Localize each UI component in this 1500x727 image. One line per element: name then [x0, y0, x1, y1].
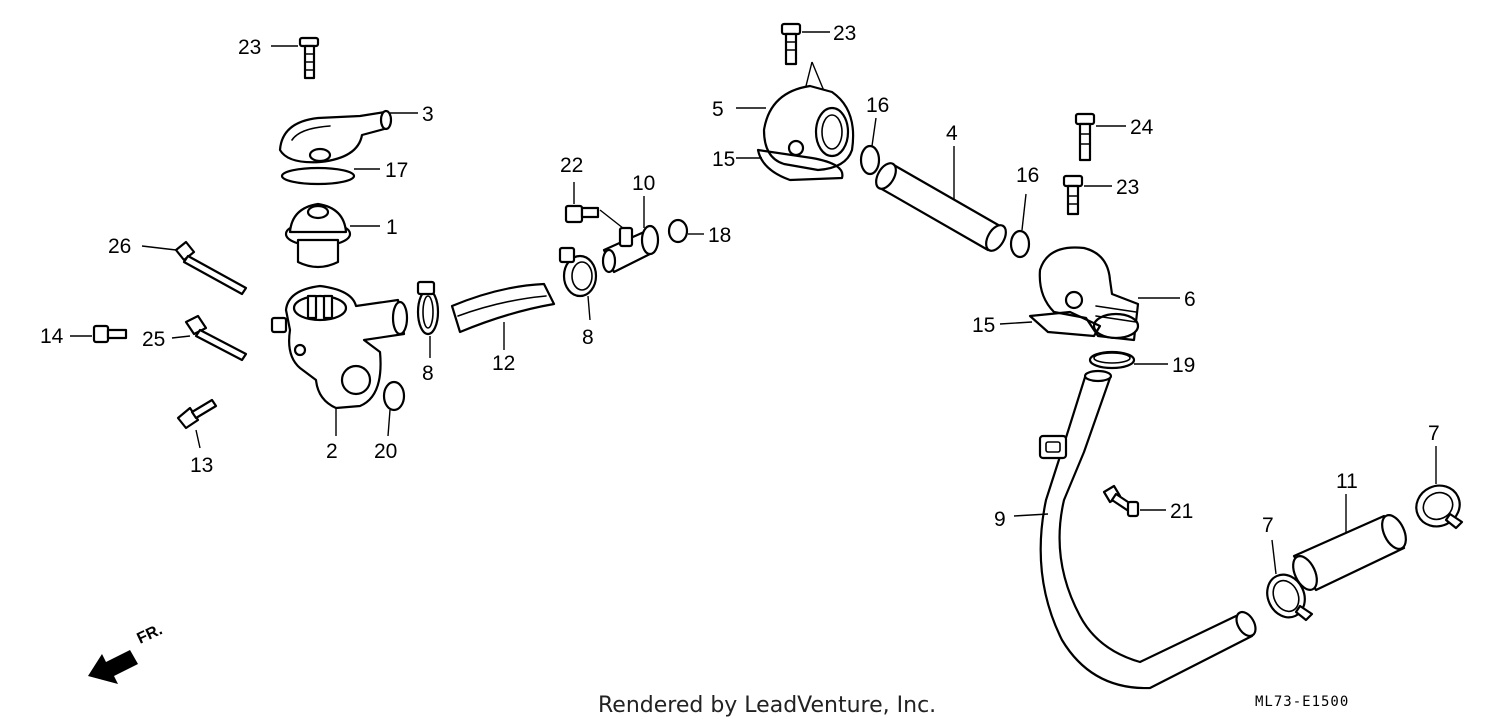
o-ring-17[interactable]	[280, 166, 356, 186]
callout-label: 12	[492, 352, 515, 375]
callout-label: 26	[108, 235, 131, 258]
callout-label: 5	[712, 98, 724, 121]
water-joint-10[interactable]	[601, 224, 660, 274]
callout-label: 7	[1428, 422, 1440, 445]
callout-label: 6	[1184, 288, 1196, 311]
water-pipe-4[interactable]	[872, 160, 1010, 254]
callout-label: 11	[1336, 470, 1358, 493]
callout-label: 23	[238, 36, 261, 59]
bolt-23-right[interactable]	[1062, 174, 1084, 216]
bolt-23-top-center[interactable]	[780, 22, 802, 66]
o-ring-16-left[interactable]	[859, 144, 881, 176]
callout-label: 23	[833, 22, 856, 45]
callout-label: 18	[708, 224, 731, 247]
callout-label: 16	[1016, 164, 1039, 187]
water-hose-11[interactable]	[1288, 511, 1410, 593]
callout-label: 25	[142, 328, 165, 351]
callout-label: 22	[560, 154, 583, 177]
thermostat-1[interactable]	[284, 202, 352, 269]
front-direction-arrow: FR.	[88, 621, 165, 684]
water-pipe-9[interactable]	[1038, 369, 1259, 690]
callout-label: 9	[994, 508, 1006, 531]
bolt-24[interactable]	[1074, 112, 1096, 162]
callout-label: 8	[422, 362, 434, 385]
callout-label: 19	[1172, 354, 1195, 377]
hose-clamp-7-upper[interactable]	[1410, 479, 1467, 534]
callout-label: 10	[632, 172, 655, 195]
gasket-15-top[interactable]	[756, 148, 844, 182]
water-hose-12[interactable]	[450, 282, 556, 334]
thermostat-cover-3[interactable]	[278, 109, 393, 164]
callout-label: 7	[1262, 514, 1274, 537]
diagram-code: ML73-E1500	[1255, 694, 1350, 710]
hose-clamp-7-lower[interactable]	[1260, 568, 1314, 623]
callout-label: 15	[712, 148, 735, 171]
bolt-21[interactable]	[1102, 484, 1140, 518]
bolt-26[interactable]	[174, 240, 248, 296]
callout-label: 4	[946, 122, 958, 145]
footer-credit: Rendered by LeadVenture, Inc.	[598, 693, 937, 718]
bolt-23-top-left[interactable]	[298, 36, 320, 80]
water-outlet-5[interactable]	[762, 84, 855, 172]
callout-label: 15	[972, 314, 995, 337]
hose-clamp-8-left[interactable]	[416, 280, 440, 336]
callout-label: 3	[422, 103, 434, 126]
hose-clamp-8-middle[interactable]	[558, 246, 598, 298]
gasket-15-right[interactable]	[1028, 310, 1102, 338]
o-ring-20[interactable]	[382, 380, 406, 412]
callout-label: 2	[326, 440, 338, 463]
callout-label: 14	[40, 325, 64, 348]
bolt-22[interactable]	[564, 204, 600, 224]
temperature-sensor-13[interactable]	[176, 398, 218, 430]
o-ring-19[interactable]	[1088, 350, 1136, 370]
callout-label: 21	[1170, 500, 1193, 523]
front-label: FR.	[135, 621, 166, 647]
water-joint-6[interactable]	[1038, 246, 1140, 342]
o-ring-16-right[interactable]	[1009, 229, 1031, 259]
callout-label: 13	[190, 454, 213, 477]
thermostat-housing-2[interactable]	[270, 284, 409, 410]
callout-label: 16	[866, 94, 889, 117]
callout-label: 24	[1130, 116, 1154, 139]
callout-label: 17	[385, 159, 408, 182]
callout-label: 8	[582, 326, 594, 349]
callout-label: 20	[374, 440, 397, 463]
bolt-14[interactable]	[92, 324, 128, 344]
callout-label: 1	[386, 216, 398, 239]
bolt-25[interactable]	[184, 314, 248, 362]
o-ring-18[interactable]	[667, 218, 689, 244]
callout-label: 23	[1116, 176, 1139, 199]
